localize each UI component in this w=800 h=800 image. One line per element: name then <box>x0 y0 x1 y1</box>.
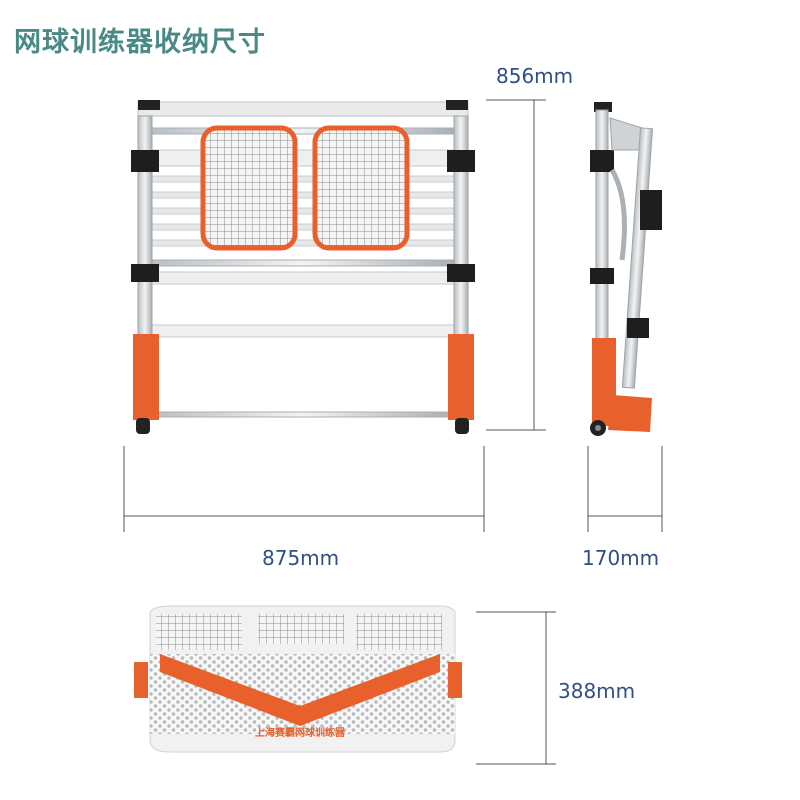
width-dimension-label: 875mm <box>262 546 340 570</box>
dimension-lines <box>123 99 663 765</box>
depth-dimension-label: 170mm <box>582 546 660 570</box>
brand-text: 上海赛霸网球训练器 <box>255 726 346 739</box>
side-view <box>590 102 662 436</box>
height-dimension-label: 856mm <box>496 64 574 88</box>
length-dimension-label: 388mm <box>558 679 636 703</box>
top-view: 上海赛霸网球训练器 <box>134 605 462 753</box>
page-title: 网球训练器收纳尺寸 <box>14 27 266 58</box>
front-view <box>131 100 475 434</box>
